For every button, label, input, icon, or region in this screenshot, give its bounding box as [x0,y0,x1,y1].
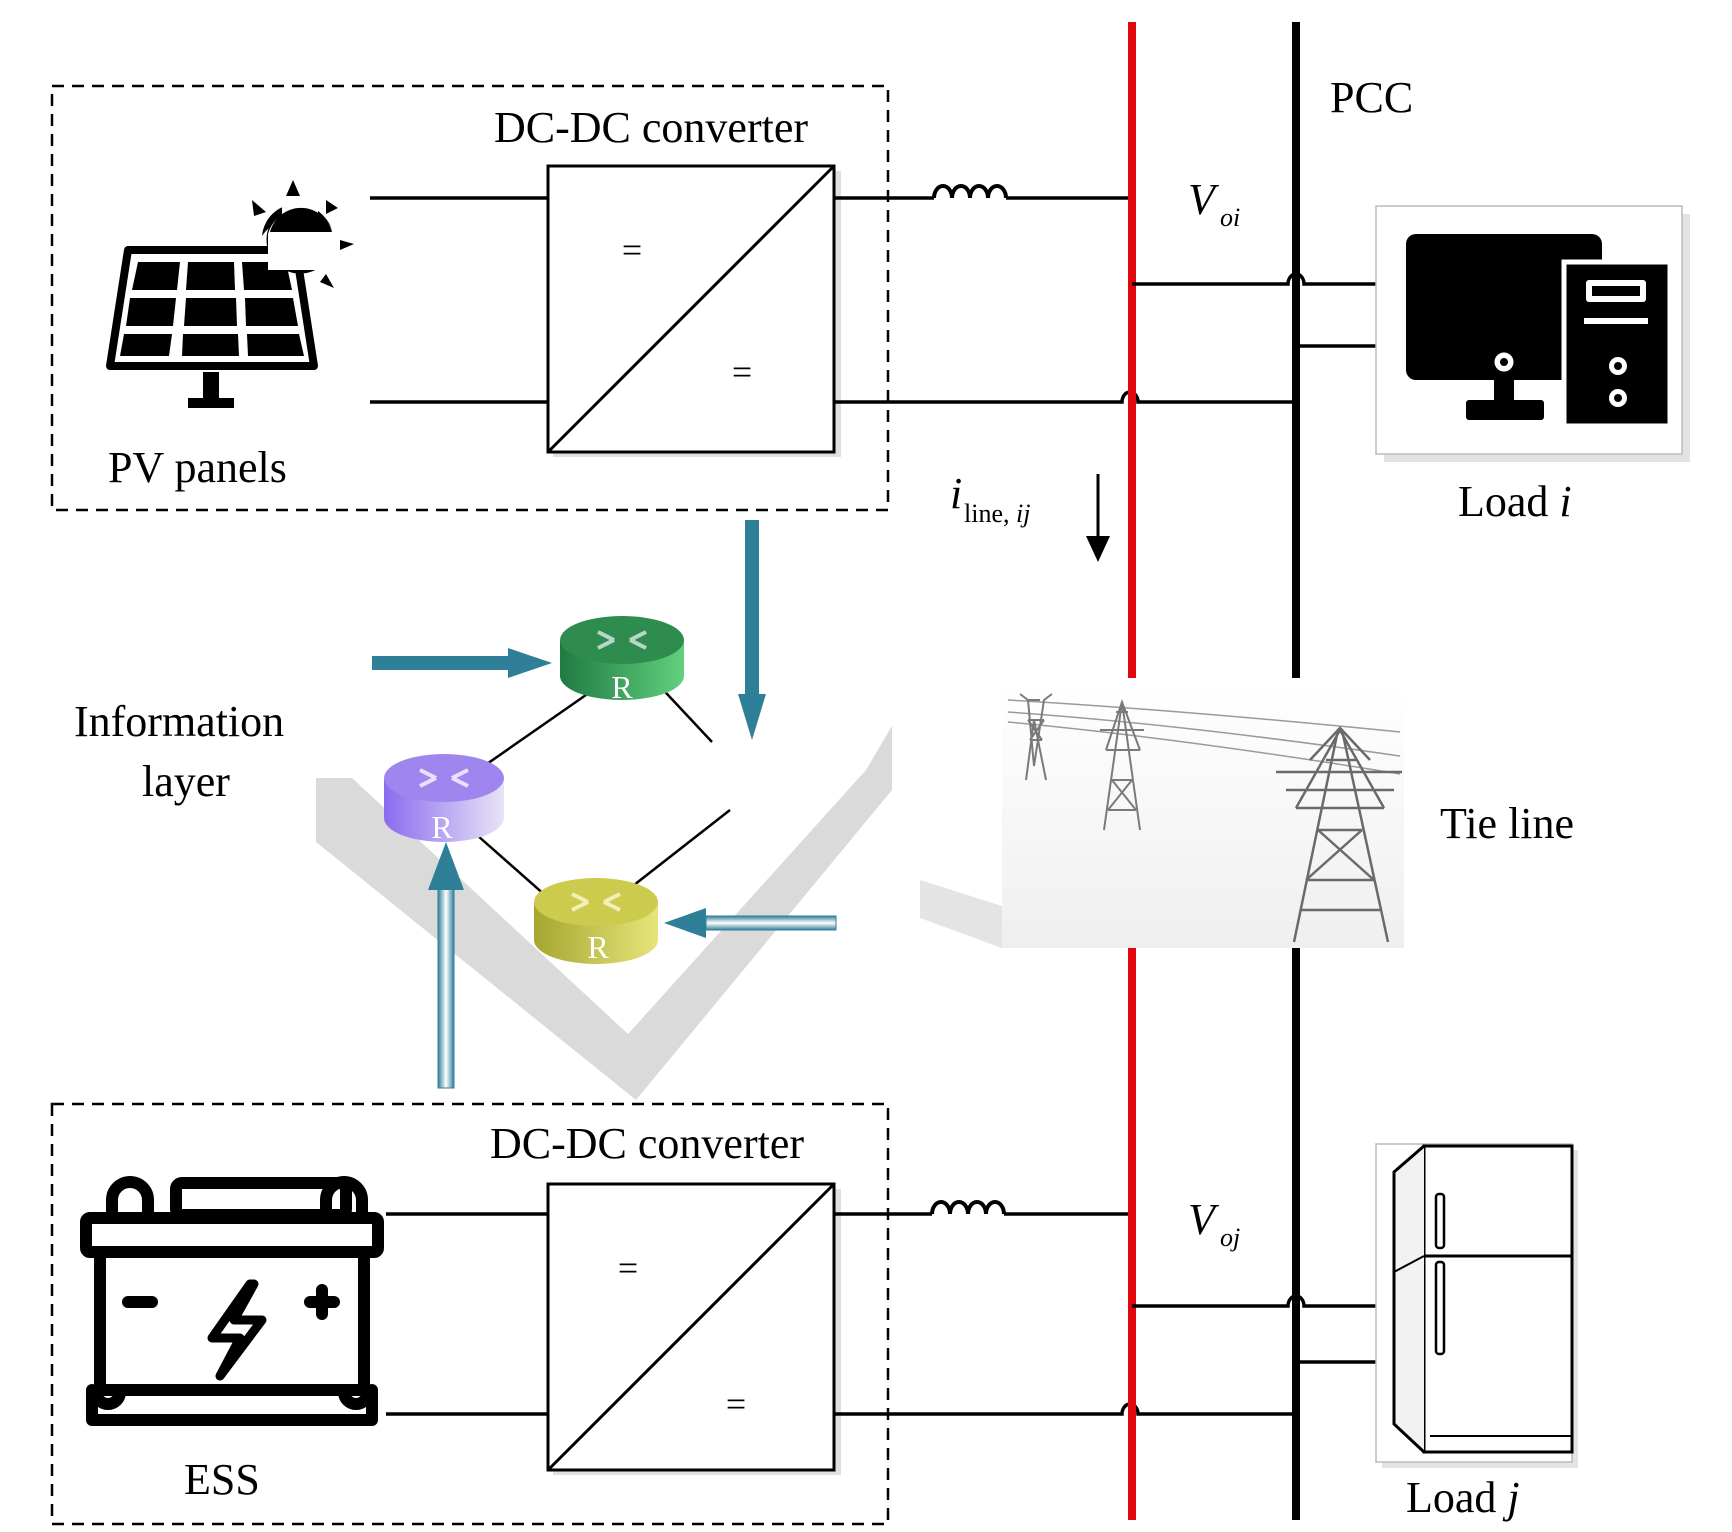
current-subscript: line, [964,499,1010,528]
load-index: i [1559,477,1571,526]
dc-dc-converter-bottom: = = [546,1182,841,1475]
arrow-into-green-router [372,648,552,678]
voltage-subscript: oj [1220,1223,1240,1252]
ess-unit-box [50,1102,890,1526]
router-letter: R [587,929,609,965]
converter-input-symbol: = [622,230,642,270]
arrow-down-from-pv [738,520,766,740]
converter-output-symbol: = [732,352,752,392]
voltage-label-j: V oj [1188,1195,1240,1252]
computer-icon [1375,205,1690,462]
dc-dc-converter-label-top: DC-DC converter [494,103,808,152]
information-layer-plane [316,726,892,1100]
current-symbol: i [950,469,962,518]
load-text: Load [1458,477,1559,526]
load-text: Load [1406,1473,1507,1522]
transmission-tower-image [920,686,1404,948]
router-green: R [560,616,684,705]
load-index: j [1502,1473,1519,1522]
arrow-into-yellow-router [664,908,837,938]
pv-panel-icon [106,180,354,408]
current-subscript-index: ij [1016,499,1030,528]
sun-icon [252,180,354,288]
arrow-up-from-ess [428,842,464,1089]
pv-panels-label: PV panels [108,443,287,492]
communication-links [477,679,731,897]
voltage-label-i: V oi [1188,175,1240,232]
pcc-label: PCC [1330,73,1413,122]
converter-input-symbol: = [618,1248,638,1288]
current-direction-arrow [1086,536,1110,562]
load-i-label: Load i [1458,477,1572,526]
inductor-top [932,184,1008,199]
information-layer-label-line2: layer [142,757,230,806]
pv-unit-box [50,84,890,512]
information-layer-label-line1: Information [74,697,284,746]
router-letter: R [431,809,453,845]
dc-dc-converter-top: = = [546,164,841,457]
inductor-bottom [930,1200,1006,1215]
refrigerator-icon [1375,1143,1578,1468]
router-letter: R [611,669,633,705]
ess-label: ESS [184,1455,260,1504]
router-yellow: R [534,878,658,965]
voltage-symbol: V [1188,175,1220,224]
tie-line-label: Tie line [1440,799,1574,848]
load-j-label: Load j [1406,1473,1520,1522]
dc-dc-converter-label-bottom: DC-DC converter [490,1119,804,1168]
battery-icon [80,1176,384,1426]
router-purple: R [384,754,504,845]
voltage-symbol: V [1188,1195,1220,1244]
voltage-subscript: oi [1220,203,1240,232]
line-current-label: i line, ij [950,469,1030,528]
converter-output-symbol: = [726,1384,746,1424]
